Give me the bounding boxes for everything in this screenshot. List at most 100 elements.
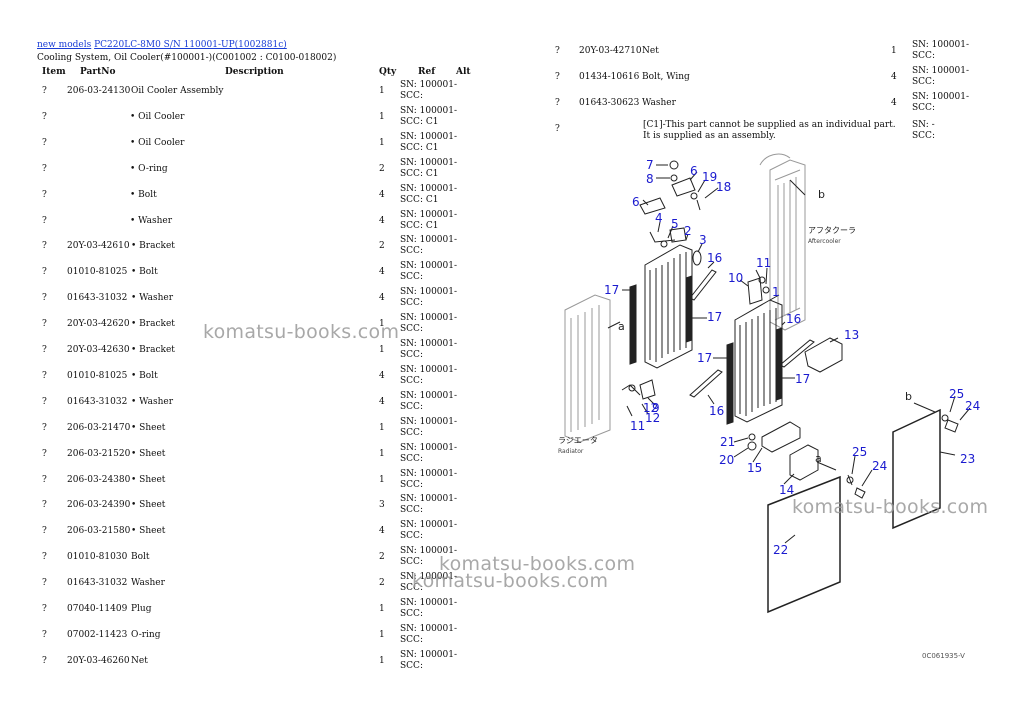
row-item: ? [555,98,560,108]
callout-number: 3 [699,233,707,247]
row-description: • Washer [131,396,174,407]
row-ref-scc: SCC: [400,557,423,568]
row-ref-sn: SN: 100001- [400,105,458,116]
aftercooler-drawing [759,153,806,331]
row-description: • Bracket [131,345,175,355]
row-partno[interactable]: 01010-81025 [67,267,128,278]
row-ref: SN: 100001-SCC: [400,365,460,387]
row-partno[interactable]: 20Y-03-42630 [67,345,130,355]
row-partno[interactable]: 20Y-03-42620 [67,319,130,330]
row-item: ? [42,370,47,381]
row-ref: SN: 100001-SCC: [400,80,460,102]
row-partno[interactable]: 01010-81025 [67,370,128,381]
row-item: ? [42,163,47,174]
breadcrumb-link-model[interactable]: PC220LC-8M0 S/N 110001-UP(1002881c) [94,40,287,50]
row-partno[interactable]: 01434-10616 [579,72,640,82]
row-description: • Washer [131,293,174,304]
row-partno[interactable]: 07040-11409 [67,604,128,614]
sheet-strip-17c [726,342,734,425]
callout-number: 14 [779,483,794,497]
callout-number: 4 [655,211,663,225]
reference-letter: a [618,320,625,333]
row-qty: 1 [379,319,385,330]
row-ref-scc: SCC: C1 [400,142,439,153]
row-ref: SN: 100001-SCC: [400,598,460,620]
row-ref: SN: 100001-SCC: [912,66,969,88]
note-item: ? [555,124,560,134]
breadcrumb-link-new-models[interactable]: new models [37,40,92,50]
row-description: • Oil Cooler [130,137,185,148]
row-item: ? [42,111,47,122]
sheet-strip-17d [775,327,783,401]
row-item: ? [42,319,47,330]
row-partno[interactable]: 01010-81030 [67,552,128,563]
row-ref-sn: SN: 100001- [400,390,458,401]
row-partno[interactable]: 206-03-24390 [67,500,131,511]
row-partno[interactable]: 01643-31032 [67,578,128,589]
row-item: ? [42,526,47,537]
row-ref-sn: SN: 100001- [912,40,970,50]
sheet-16a [689,269,717,301]
figure-code: 0C061935-V [922,652,965,660]
row-qty: 1 [379,345,385,355]
row-item: ? [42,474,47,485]
row-partno[interactable]: 206-03-21470 [67,422,131,433]
row-ref: SN: 100001-SCC: [912,92,969,114]
row-item: ? [42,267,47,278]
row-partno[interactable]: 20Y-03-42610 [67,241,130,252]
callout-number: 6 [690,164,698,178]
row-description: Oil Cooler Assembly [131,86,224,96]
watermark: komatsu-books.com [439,553,636,575]
row-partno[interactable]: 206-03-24380 [67,474,131,485]
row-qty: 4 [379,370,385,381]
sheet-strip-17b [685,275,693,343]
row-partno[interactable]: 206-03-24130 [67,86,131,96]
row-description: Bolt [131,552,150,563]
row-description: • Washer [130,215,173,226]
reference-letter: b [818,188,825,201]
row-description: • Bracket [131,241,175,252]
row-ref-scc: SCC: [400,531,423,542]
row-partno[interactable]: 01643-31032 [67,293,128,304]
row-partno[interactable]: 20Y-03-46260 [67,655,130,666]
row-partno[interactable]: 20Y-03-42710 [579,46,642,56]
row-ref-sn: SN: 100001- [400,313,458,324]
row-partno[interactable]: 206-03-21580 [67,526,131,537]
row-partno[interactable]: 206-03-21520 [67,448,131,459]
row-item: ? [42,629,47,640]
reference-letter: a [815,452,822,465]
row-ref-scc: SCC: [400,479,423,490]
row-qty: 4 [379,267,385,278]
net-22 [767,475,841,614]
row-ref: SN: 100001-SCC: [912,40,969,62]
row-partno[interactable]: 07002-11423 [67,629,128,640]
callout-number: 25 [852,445,867,459]
row-ref-sn: SN: 100001- [400,209,458,220]
row-qty: 4 [891,98,897,108]
header-partno: PartNo [80,67,116,77]
oil-cooler-lower [734,299,783,423]
row-ref: SN: 100001-SCC: [400,417,460,439]
row-ref-sn: SN: 100001- [400,598,458,608]
row-ref-scc: SCC: [400,246,423,257]
row-ref-sn: SN: 100001- [400,649,458,660]
radiator-label-en: Radiator [558,448,584,455]
row-item: ? [42,604,47,614]
row-partno[interactable]: 01643-30623 [579,98,640,108]
row-partno[interactable]: 01643-31032 [67,396,128,407]
row-ref: SN: 100001-SCC: C1 [400,184,460,206]
row-ref: SN: 100001-SCC: [400,391,460,413]
row-qty: 2 [379,578,385,589]
note-ref-scc: SCC: [912,131,935,141]
callout-number: 13 [844,328,859,342]
callout-number: 19 [702,170,717,184]
row-ref-sn: SN: 100001- [400,416,458,427]
row-description: • Sheet [131,474,166,485]
